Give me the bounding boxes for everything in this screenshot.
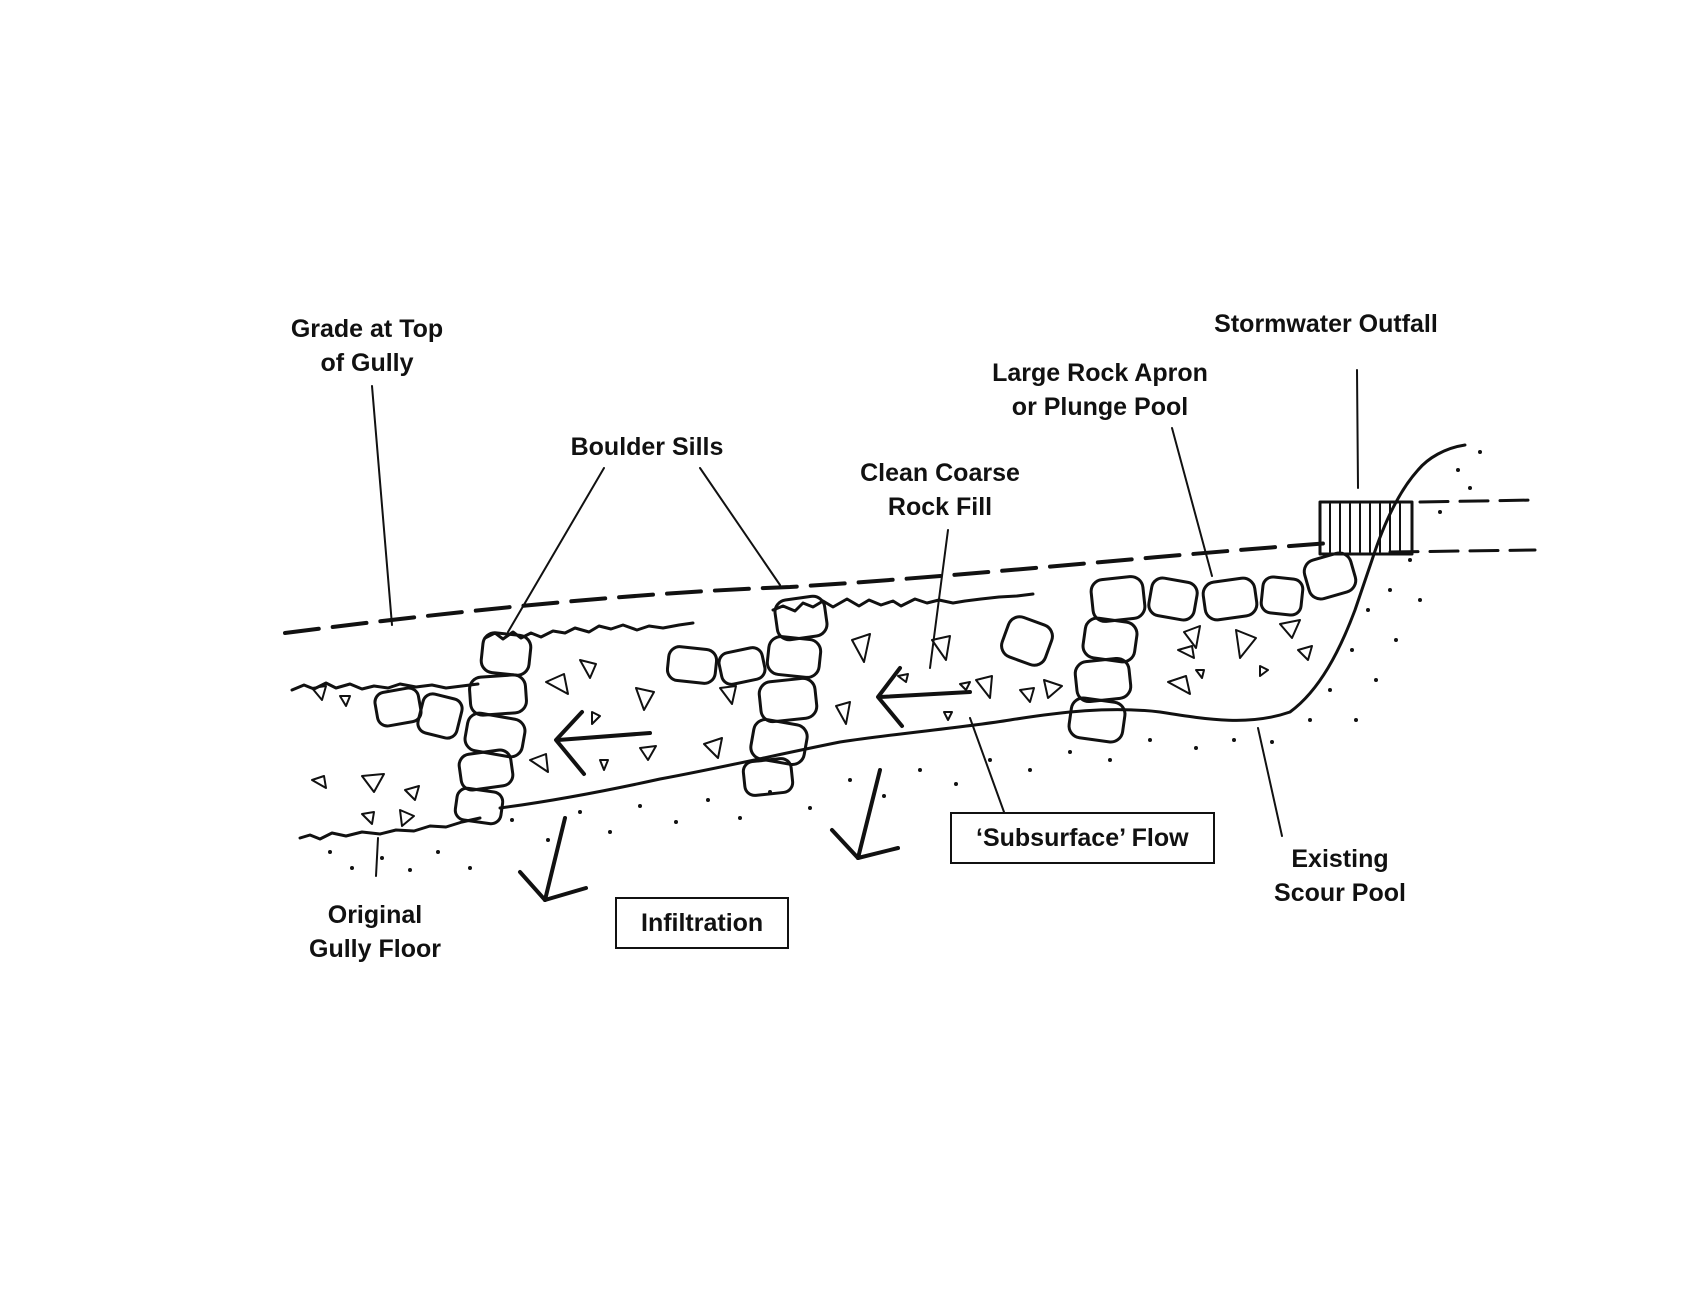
boulder-sill-2 (665, 594, 1054, 797)
label-subsurface-flow-text: ‘Subsurface’ Flow (976, 824, 1189, 852)
label-stormwater-outfall: Stormwater Outfall (1214, 307, 1438, 341)
label-grade-top-line2: of Gully (320, 349, 414, 377)
rock-fill-fragments (311, 619, 1313, 827)
infiltration-arrow-1 (518, 816, 588, 902)
sediment-dots (328, 450, 1482, 872)
label-grade-top: Grade at Top of Gully (291, 312, 443, 380)
label-scour-pool-line2: Scour Pool (1274, 879, 1406, 907)
label-clean-rock-fill: Clean Coarse Rock Fill (860, 456, 1020, 524)
label-clean-rock-fill-line2: Rock Fill (887, 493, 993, 521)
label-rock-apron-line1: Large Rock Apron (992, 359, 1208, 387)
label-original-floor: Original Gully Floor (309, 898, 441, 966)
outfall-dashed-line-lower (1388, 548, 1537, 554)
boulder-sill-1 (373, 631, 533, 826)
label-subsurface-flow: ‘Subsurface’ Flow (950, 812, 1215, 864)
stormwater-outfall-block (1318, 500, 1414, 556)
gully-floor-line (298, 443, 1467, 841)
flow-arrow-left-2 (876, 666, 972, 728)
label-original-floor-line1: Original (327, 901, 423, 929)
label-grade-top-line1: Grade at Top (290, 315, 444, 343)
label-rock-apron: Large Rock Apron or Plunge Pool (992, 356, 1208, 424)
label-infiltration-text: Infiltration (641, 909, 764, 937)
flow-arrow-left-1 (554, 710, 652, 776)
label-boulder-sills: Boulder Sills (571, 430, 724, 464)
infiltration-arrow-2 (830, 768, 900, 860)
label-infiltration: Infiltration (615, 897, 790, 949)
grade-dashed-line (283, 541, 1332, 635)
leader-lines (371, 369, 1359, 877)
label-rock-apron-line2: or Plunge Pool (1011, 393, 1189, 421)
label-scour-pool: Existing Scour Pool (1274, 842, 1406, 910)
label-clean-rock-fill-line1: Clean Coarse (860, 459, 1020, 487)
label-stormwater-outfall-text: Stormwater Outfall (1214, 310, 1438, 338)
label-boulder-sills-text: Boulder Sills (570, 433, 724, 461)
outfall-hatching (1329, 503, 1401, 553)
boulder-sill-3 (1067, 551, 1358, 744)
label-scour-pool-line1: Existing (1291, 845, 1389, 873)
label-original-floor-line2: Gully Floor (309, 935, 441, 963)
fill-surface-line (290, 592, 1035, 692)
outfall-dashed-line-upper (1418, 498, 1537, 504)
